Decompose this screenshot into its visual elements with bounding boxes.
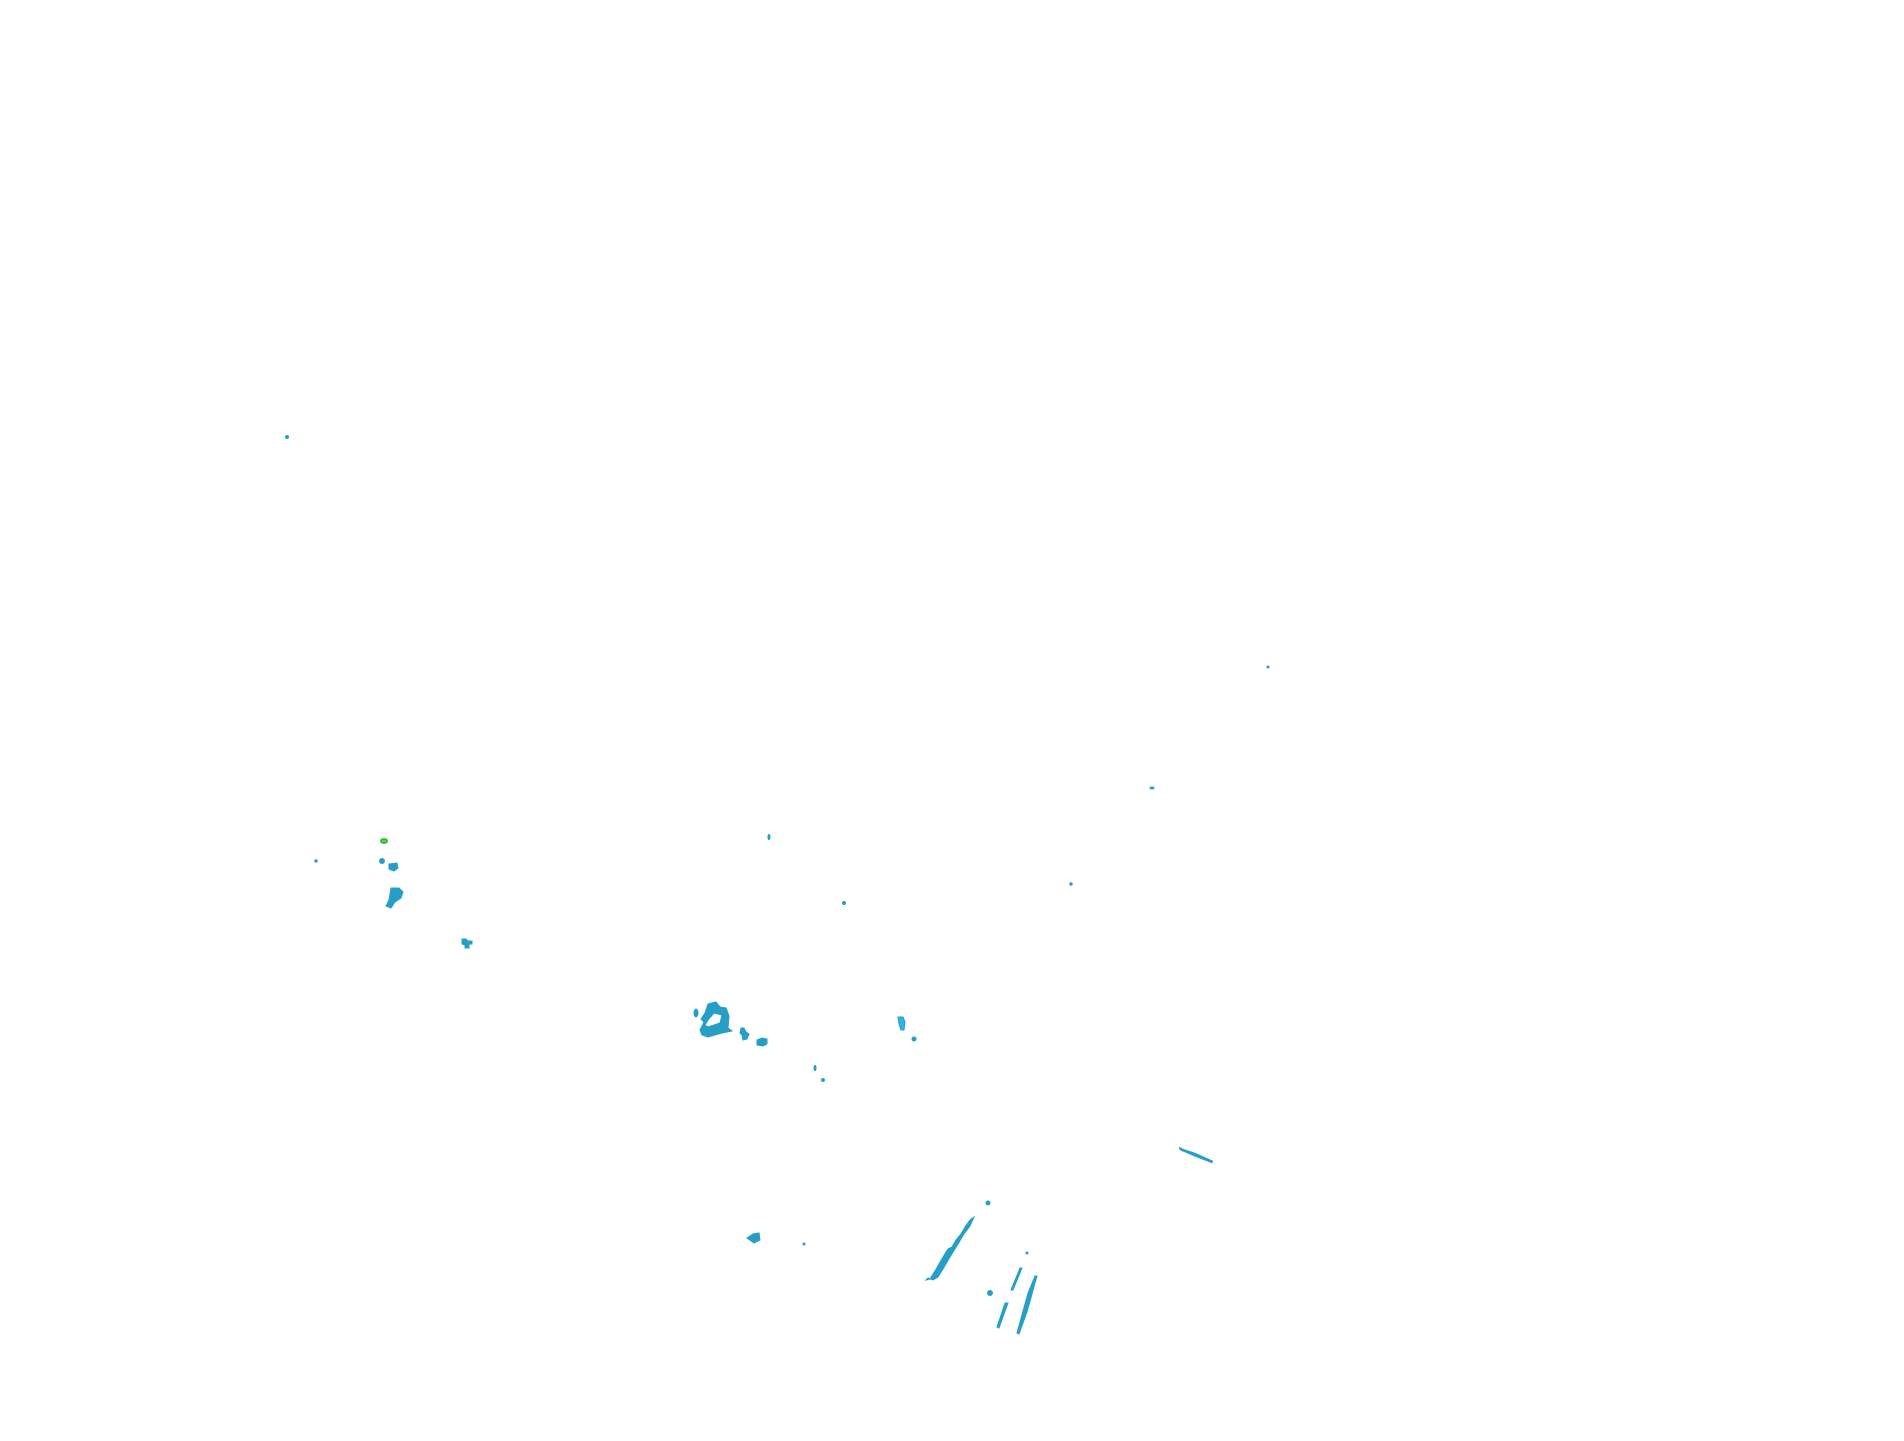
radar-echo <box>987 1290 993 1296</box>
radar-echo <box>821 1078 825 1082</box>
radar-echo <box>285 435 289 439</box>
radar-echo <box>756 1037 768 1047</box>
radar-echo <box>1178 1146 1214 1164</box>
radar-echo <box>1010 1267 1023 1291</box>
radar-echo <box>924 1215 976 1281</box>
precipitation-layer <box>285 435 1270 1335</box>
radar-echo <box>911 1036 917 1042</box>
radar-echo <box>1149 786 1155 790</box>
radar-echo <box>813 1065 817 1071</box>
heavy-precipitation-cell <box>380 838 388 844</box>
radar-echo <box>842 901 846 905</box>
radar-echo <box>693 1008 699 1018</box>
radar-echo <box>379 858 385 864</box>
radar-echo <box>388 862 399 872</box>
radar-echo <box>314 859 318 863</box>
radar-echo <box>1266 665 1270 669</box>
radar-echo <box>699 1001 734 1038</box>
radar-echo <box>739 1027 750 1041</box>
radar-echo <box>802 1242 806 1246</box>
radar-echo <box>1016 1275 1038 1335</box>
radar-echo <box>767 834 771 840</box>
radar-echo <box>746 1232 761 1244</box>
radar-echo <box>985 1200 991 1206</box>
radar-echo <box>385 887 404 909</box>
radar-echo <box>1069 882 1073 886</box>
radar-echo <box>996 1302 1009 1329</box>
radar-echo <box>461 938 473 949</box>
radar-echo-heavy <box>382 839 386 843</box>
radar-echo <box>897 1016 906 1031</box>
radar-echo <box>1025 1251 1029 1255</box>
